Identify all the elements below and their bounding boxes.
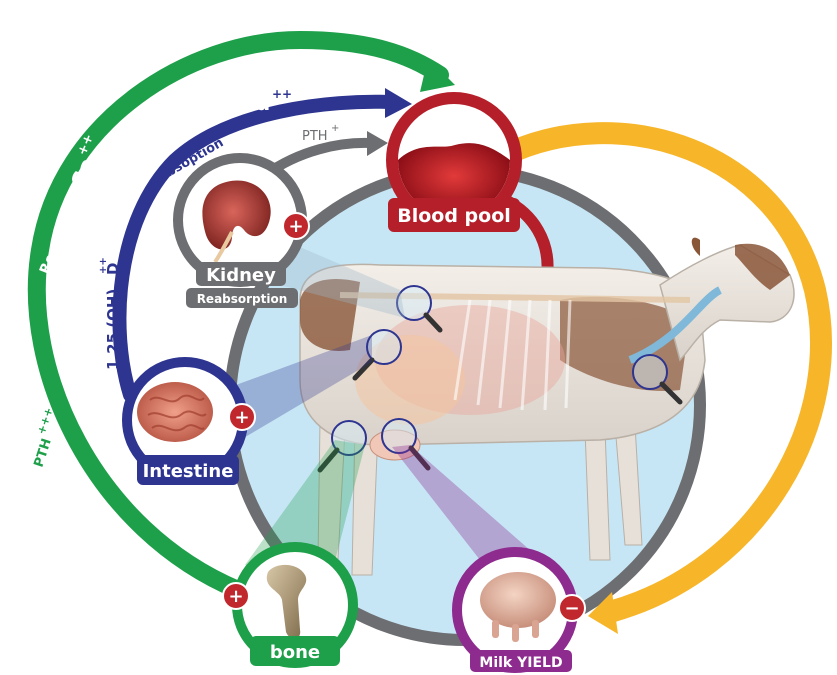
svg-text:1.25 (OH): 1.25 (OH) [104,289,122,370]
blood-pool-label: Blood pool [397,205,511,227]
svg-text:PTH: PTH [302,129,328,144]
svg-text:++: ++ [98,257,109,274]
svg-text:+: + [331,123,339,134]
intestine-icon [137,382,213,442]
intestine-label: Intestine [143,461,234,482]
blood-pool-node: Blood pool [388,98,520,232]
svg-text:Ca: Ca [242,91,270,115]
kidney-label: Kidney [206,265,276,286]
intestine-plus-sign: + [229,404,255,430]
bone-node: bone [237,547,353,666]
bone-label: bone [270,642,320,663]
bone-plus-sign: + [223,583,249,609]
svg-text:+++: +++ [35,406,56,436]
svg-text:++: ++ [272,87,292,101]
kidney-plus-sign: + [283,213,309,239]
svg-text:+: + [234,407,249,428]
svg-text:2: 2 [116,277,127,284]
intestine-node: Intestine [127,362,243,485]
milk-minus-sign: − [559,595,585,621]
svg-text:PTH: PTH [32,437,55,469]
svg-text:−: − [564,598,579,619]
kidney-sub-label: Reabsorption [197,292,288,306]
milk-node: Milk YIELD [457,552,573,672]
svg-text:+: + [228,586,243,607]
svg-text:Ca: Ca [785,491,813,522]
milk-label: Milk YIELD [479,655,562,671]
svg-text:+: + [288,216,303,237]
gray-arrowhead [367,131,388,156]
